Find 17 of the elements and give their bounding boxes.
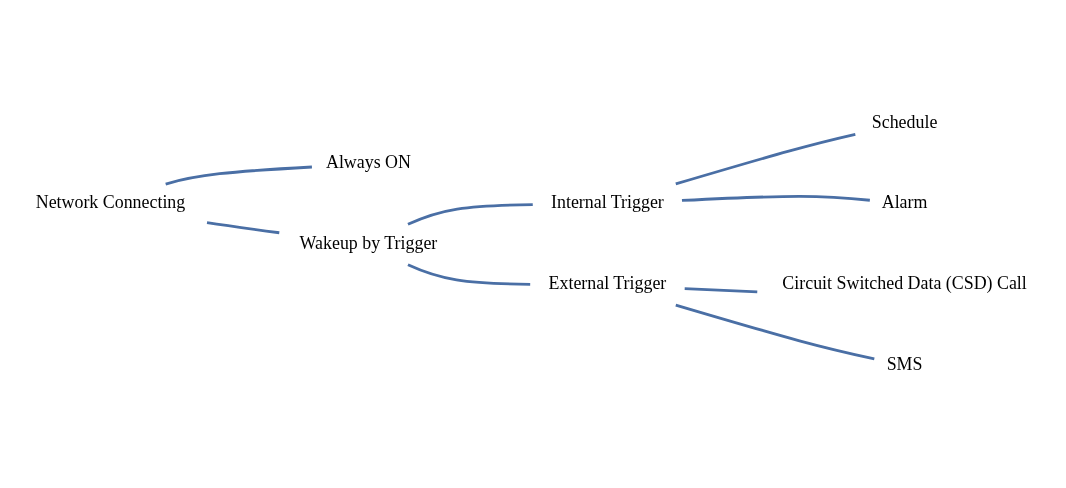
- connector: [675, 132, 856, 185]
- connector: [165, 165, 312, 185]
- node-text: Alarm: [881, 191, 928, 212]
- connector: [407, 202, 533, 226]
- node-text: Wakeup by Trigger: [299, 232, 438, 253]
- node-text: SMS: [886, 353, 923, 374]
- node-text: Circuit Switched Data (CSD) Call: [782, 272, 1027, 293]
- node-text: External Trigger: [548, 272, 667, 293]
- connector: [407, 262, 531, 286]
- connector: [684, 286, 758, 293]
- node-text: Internal Trigger: [551, 191, 664, 212]
- connector: [681, 194, 870, 202]
- connector: [206, 220, 280, 234]
- node-text: Schedule: [871, 111, 938, 132]
- node-text: Always ON: [325, 151, 411, 172]
- node-text: Network Connecting: [35, 191, 186, 212]
- connector: [675, 303, 875, 360]
